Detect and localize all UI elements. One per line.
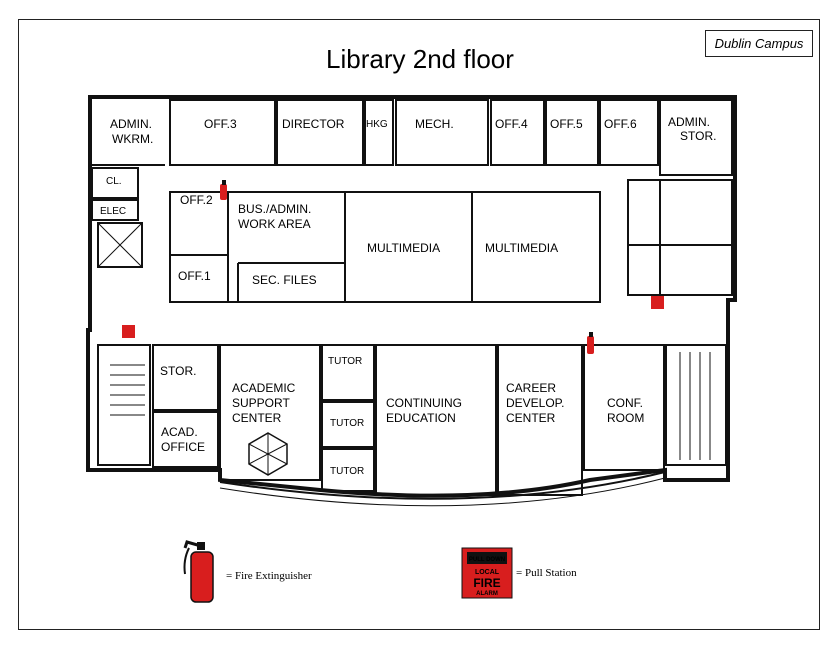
room-label-admin-wkrm-1: ADMIN. [110,117,152,131]
room-label-multimedia-1: MULTIMEDIA [367,241,440,255]
room-label-tutor-2: TUTOR [330,418,364,429]
pull-sign-line-2: LOCAL [475,569,500,576]
room-label-continuing-2: EDUCATION [386,411,456,425]
room-label-sec-files: SEC. FILES [252,273,317,287]
room-label-off5: OFF.5 [550,117,583,131]
room-label-conf-2: ROOM [607,411,644,425]
page-frame [18,19,820,630]
room-label-academic-3: CENTER [232,411,282,425]
legend-extinguisher-label: = Fire Extinguisher [226,570,312,582]
room-label-multimedia-2: MULTIMEDIA [485,241,558,255]
room-label-career-3: CENTER [506,411,556,425]
room-label-hkg: HKG [366,119,388,130]
room-label-off1: OFF.1 [178,269,211,283]
room-label-academic-1: ACADEMIC [232,381,296,395]
walls [86,95,737,507]
pull-sign-line-4: ALARM [476,591,498,597]
campus-label: Dublin Campus [705,30,813,57]
pull-sign-line-1: PULL DOWN [469,557,505,563]
room-label-bus-admin-2: WORK AREA [238,217,311,231]
room-label-admin-wkrm-2: WKRM. [112,132,153,146]
room-label-admin-stor-1: ADMIN. [668,115,710,129]
room-label-continuing-1: CONTINUING [386,396,462,410]
room-label-tutor-3: TUTOR [330,466,364,477]
room-label-elec: ELEC [100,206,126,217]
fire-extinguisher-icon [587,332,594,354]
pull-station-icon [651,296,664,309]
room-label-acad-office-1: ACAD. [161,425,198,439]
legend-pull-station-icon: PULL DOWN LOCAL FIRE ALARM [461,547,513,599]
pull-station-icon [122,325,135,338]
room-label-career-2: DEVELOP. [506,396,564,410]
room-label-director: DIRECTOR [282,117,345,131]
room-label-off2: OFF.2 [180,193,213,207]
room-label-stor: STOR. [160,364,196,378]
room-label-acad-office-2: OFFICE [161,440,205,454]
room-label-conf-1: CONF. [607,396,643,410]
room-label-off6: OFF.6 [604,117,637,131]
room-label-bus-admin-1: BUS./ADMIN. [238,202,311,216]
legend-pull-station-label: = Pull Station [516,567,577,579]
room-label-academic-2: SUPPORT [232,396,290,410]
room-label-career-1: CAREER [506,381,556,395]
room-label-cl: CL. [106,176,122,187]
room-label-mech: MECH. [415,117,454,131]
room-label-off3: OFF.3 [204,117,237,131]
legend-fire-extinguisher-icon [183,540,214,603]
room-label-admin-stor-2: STOR. [680,129,716,143]
room-label-tutor-1: TUTOR [328,356,362,367]
fire-extinguisher-icon [220,180,227,200]
floor-title: Library 2nd floor [326,44,514,74]
pull-sign-line-3: FIRE [473,576,500,590]
room-label-off4: OFF.4 [495,117,528,131]
